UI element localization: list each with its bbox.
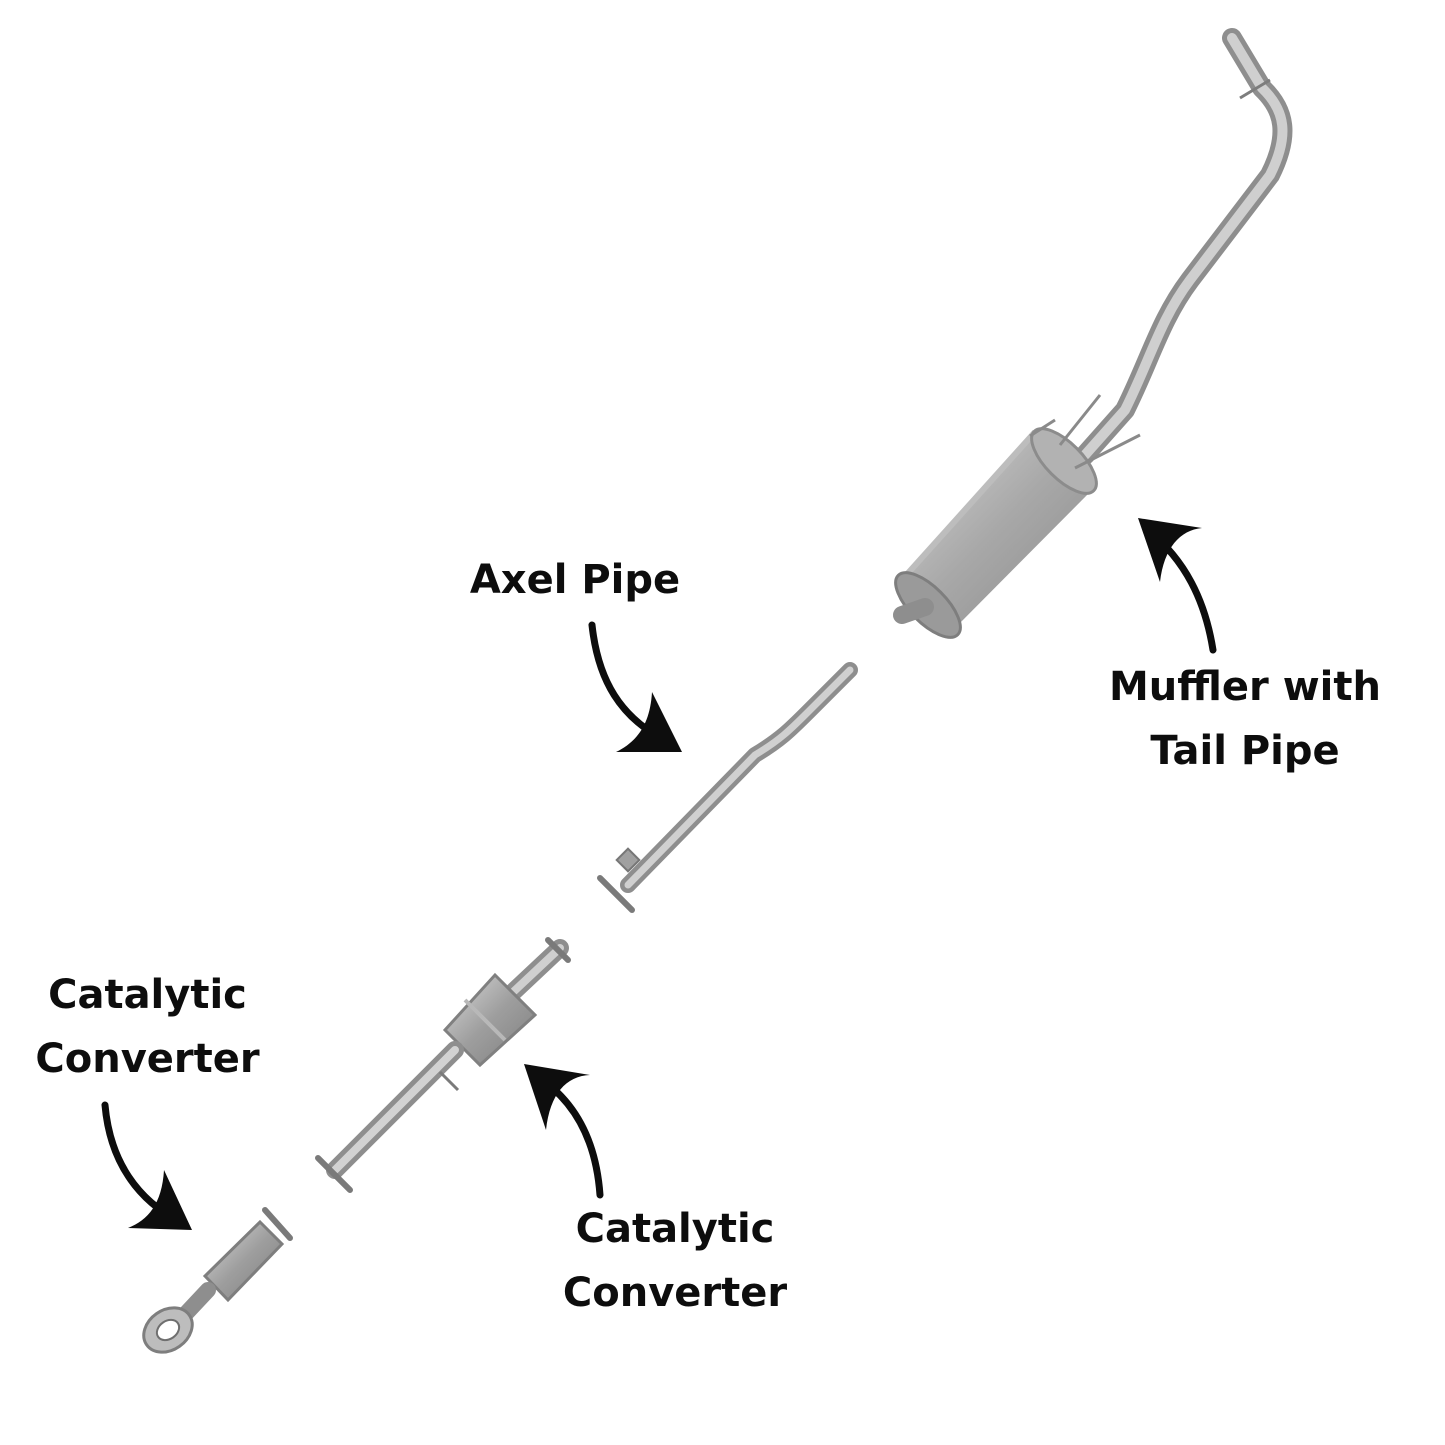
front-catalytic-converter [142, 1207, 293, 1354]
axel-pipe [597, 662, 858, 913]
arrow-axel-pipe [588, 621, 682, 752]
label-cat-front-line2: Converter [35, 1036, 260, 1082]
label-axel-pipe-text: Axel Pipe [469, 557, 681, 603]
muffler-body [893, 427, 1098, 639]
label-muffler-line1: Muffler with [1109, 664, 1381, 710]
arrow-cat-front [101, 1101, 192, 1230]
axel-pipe-flange [597, 875, 635, 913]
mid-catalytic-converter [315, 937, 571, 1193]
muffler-with-tail-pipe [893, 28, 1293, 639]
arrow-muffler [1138, 518, 1217, 654]
label-axel-pipe: Axel Pipe [440, 548, 710, 612]
label-muffler-with-tail-pipe: Muffler with Tail Pipe [1085, 655, 1405, 783]
tail-pipe [1075, 28, 1293, 465]
label-cat-mid-line1: Catalytic [575, 1206, 775, 1252]
arrow-cat-mid [524, 1064, 604, 1199]
label-mid-catalytic-converter: Catalytic Converter [540, 1197, 810, 1325]
label-front-catalytic-converter: Catalytic Converter [10, 963, 285, 1091]
label-muffler-line2: Tail Pipe [1150, 728, 1340, 774]
label-cat-front-line1: Catalytic [48, 972, 247, 1018]
label-cat-mid-line2: Converter [562, 1270, 788, 1316]
